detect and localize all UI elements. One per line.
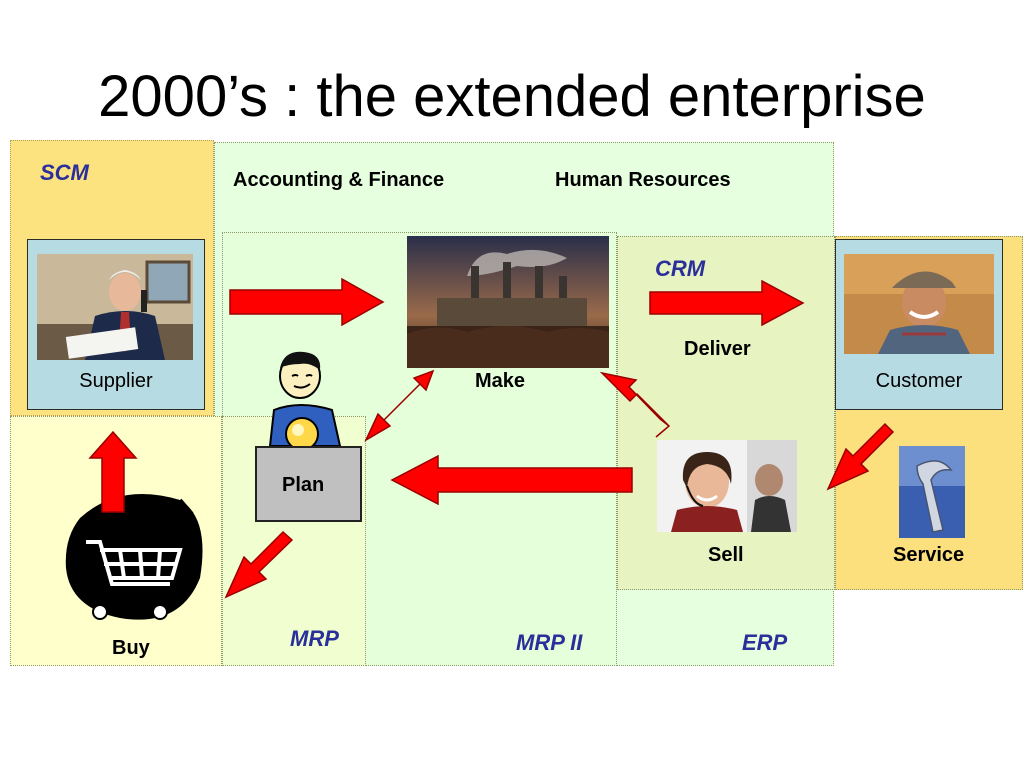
service-icon: [899, 446, 965, 538]
arrow-make-to-deliver: [649, 279, 805, 327]
supplier-photo: [37, 254, 193, 360]
erp-label: ERP: [742, 630, 788, 655]
buy-label: Buy: [112, 637, 150, 659]
service-label: Service: [893, 544, 965, 566]
slide-title: 2000’s : the extended enterprise: [98, 64, 926, 129]
plan-label: Plan: [282, 474, 325, 496]
accounting-finance-label: Accounting & Finance: [233, 169, 445, 191]
scm-label: SCM: [40, 160, 89, 185]
customer-card: Customer: [835, 239, 1003, 410]
mrp2-label: MRP II: [516, 630, 583, 655]
mrp-label: MRP: [290, 626, 339, 651]
factory-photo: [407, 236, 609, 368]
shopping-cart-icon: [65, 494, 203, 620]
arrow-sell-to-make: [599, 371, 671, 438]
arrow-supplier-to-make: [229, 277, 385, 327]
human-resources-label: Human Resources: [555, 169, 731, 191]
customer-photo: [844, 254, 994, 354]
arrow-buy-to-supplier: [88, 430, 138, 513]
crm-label: CRM: [655, 256, 706, 281]
arrow-customer-to-service: [826, 422, 895, 491]
sell-label: Sell: [708, 544, 744, 566]
sell-photo: [657, 440, 797, 532]
arrow-sell-to-plan: [390, 454, 633, 506]
customer-label: Customer: [875, 370, 963, 392]
supplier-card: Supplier: [27, 239, 205, 410]
deliver-label: Deliver: [684, 338, 751, 360]
make-label: Make: [475, 370, 526, 392]
arrow-plan-make: [364, 369, 435, 442]
arrow-plan-to-buy: [224, 530, 294, 599]
supplier-label: Supplier: [79, 370, 153, 392]
plan-box: [255, 446, 362, 522]
